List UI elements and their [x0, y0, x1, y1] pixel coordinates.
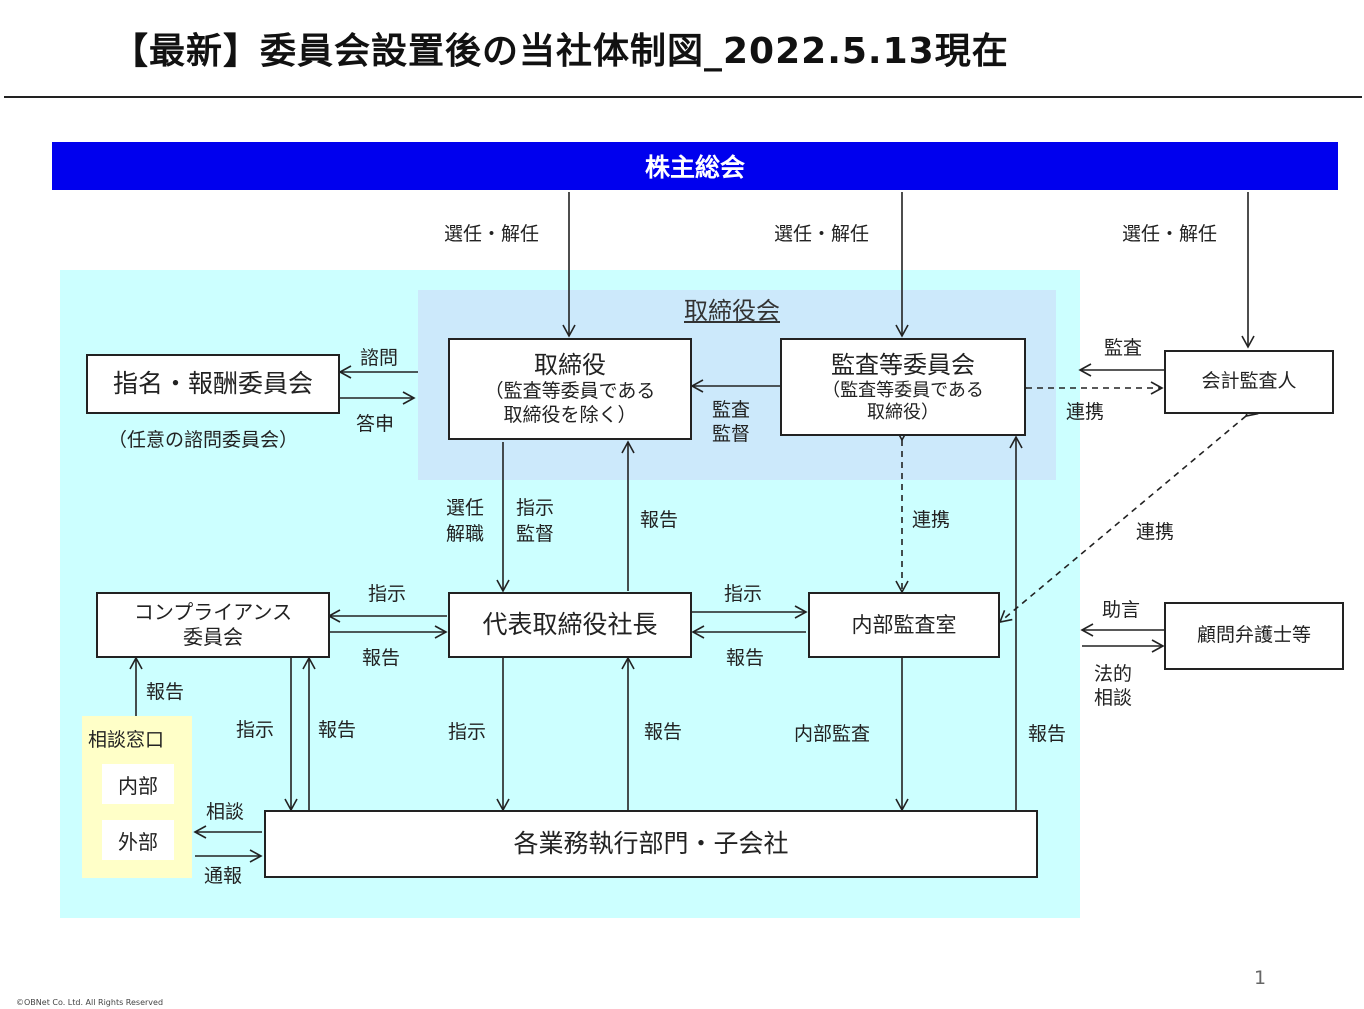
answer-label: 答申 — [356, 413, 395, 435]
external-window-box: 外部 — [102, 820, 174, 860]
internal-audit-office-box: 内部監査室 — [808, 592, 1000, 658]
internal-window-label: 内部 — [118, 773, 158, 798]
dismiss-label: 解職 — [446, 523, 485, 545]
consult-label-window: 相談 — [206, 801, 245, 823]
page-title: 【最新】委員会設置後の当社体制図_2022.5.13現在 — [112, 31, 1009, 72]
copyright: ©OBNet Co. Ltd. All Rights Reserved — [16, 998, 164, 1007]
legal-consult-label: 相談 — [1094, 687, 1133, 709]
page-number: 1 — [1254, 967, 1267, 989]
audit-label-directors: 監査 — [712, 399, 751, 421]
elect-label: 選任 — [446, 497, 485, 519]
report-label-president-up: 報告 — [640, 509, 679, 531]
compliance-committee-box: コンプライアンス 委員会 — [96, 592, 330, 658]
audit-committee-label: 監査等委員会 — [831, 350, 975, 379]
nomination-committee-label: 指名・報酬委員会 — [112, 369, 313, 399]
title-divider — [4, 96, 1362, 98]
consultation-window-title: 相談窓口 — [88, 729, 165, 751]
divisions-label: 各業務執行部門・子会社 — [513, 829, 789, 859]
elect-dismiss-label-2: 選任・解任 — [774, 223, 870, 245]
report-label-divisions: 報告 — [644, 721, 683, 743]
audit-label-auditor: 監査 — [1104, 337, 1143, 359]
report-label-audit-committee: 報告 — [1028, 723, 1067, 745]
instruct-label-compliance: 指示 — [368, 583, 407, 605]
legal-advisor-label: 顧問弁護士等 — [1196, 624, 1311, 647]
report-label-window: 報告 — [146, 681, 185, 703]
legal-label: 法的 — [1094, 663, 1133, 685]
accounting-auditor-box: 会計監査人 — [1164, 350, 1334, 414]
compliance-label-1: コンプライアンス — [133, 600, 293, 624]
directors-sub2: 取締役を除く） — [503, 404, 637, 426]
external-window-label: 外部 — [118, 829, 158, 854]
notification-label: 通報 — [204, 865, 243, 887]
legal-advisor-box: 顧問弁護士等 — [1164, 602, 1344, 670]
nomination-compensation-committee-box: 指名・報酬委員会 — [86, 354, 340, 414]
supervise-label-directors: 監督 — [516, 523, 555, 545]
board-of-directors-title: 取締役会 — [684, 297, 780, 325]
supervise-label: 監督 — [712, 423, 751, 445]
audit-committee-sub1: （監査等委員である — [822, 379, 984, 401]
instruct-label-divisions: 指示 — [448, 721, 487, 743]
president-label: 代表取締役社長 — [482, 610, 658, 640]
nomination-committee-note: （任意の諮問委員会） — [108, 429, 299, 451]
report-label-compliance: 報告 — [362, 647, 401, 669]
consult-label: 諮問 — [360, 347, 399, 369]
elect-dismiss-label-1: 選任・解任 — [444, 223, 540, 245]
audit-committee-box: 監査等委員会 （監査等委員である 取締役） — [780, 338, 1026, 436]
internal-window-box: 内部 — [102, 764, 174, 804]
internal-audit-label: 内部監査 — [794, 723, 871, 745]
report-label-internal: 報告 — [726, 647, 765, 669]
elect-dismiss-label-3: 選任・解任 — [1122, 223, 1218, 245]
accounting-auditor-label: 会計監査人 — [1201, 370, 1297, 393]
divisions-subsidiaries-box: 各業務執行部門・子会社 — [264, 810, 1038, 878]
audit-committee-sub2: 取締役） — [867, 402, 939, 423]
directors-label: 取締役 — [534, 351, 606, 380]
compliance-label-2: 委員会 — [183, 625, 243, 649]
internal-audit-office-label: 内部監査室 — [851, 612, 957, 637]
instruct-label-internal: 指示 — [724, 583, 763, 605]
directors-sub1: （監査等委員である — [484, 380, 656, 403]
shareholders-meeting-bar: 株主総会 — [52, 142, 1338, 190]
advice-label: 助言 — [1102, 599, 1141, 621]
collaborate-label-internal: 連携 — [912, 509, 951, 531]
president-box: 代表取締役社長 — [448, 592, 692, 658]
instruct-label-directors: 指示 — [516, 497, 555, 519]
collaborate-label-diagonal: 連携 — [1136, 521, 1175, 543]
report-label-divisions-left: 報告 — [318, 719, 357, 741]
instruct-label-divisions-left: 指示 — [236, 719, 275, 741]
collaborate-label-auditor: 連携 — [1066, 401, 1105, 423]
directors-box: 取締役 （監査等委員である 取締役を除く） — [448, 338, 692, 440]
